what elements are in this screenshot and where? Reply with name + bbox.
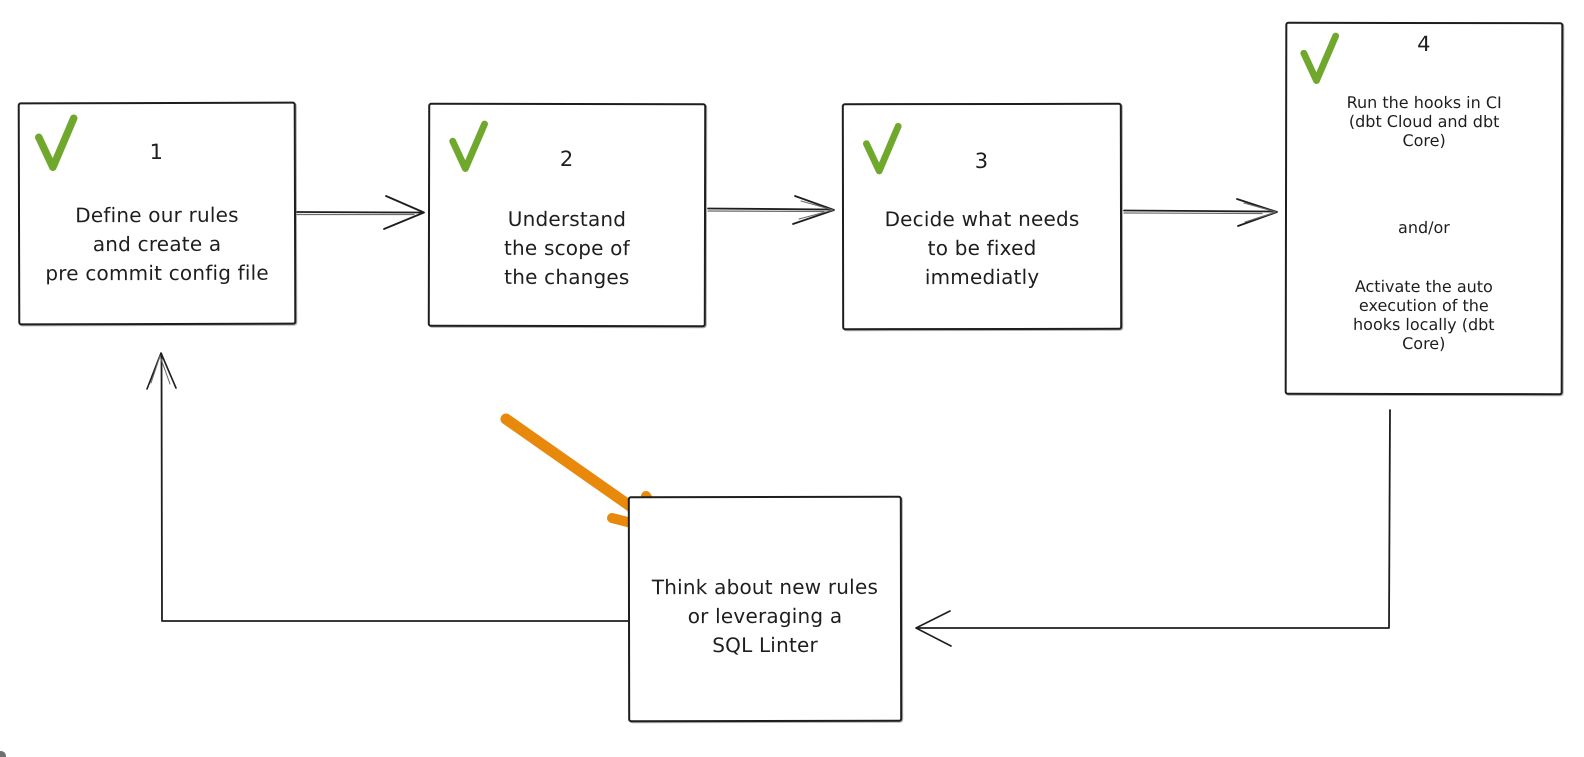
arrow-loop-to-step1 bbox=[146, 352, 629, 622]
step-text-line: the changes bbox=[504, 264, 630, 290]
step-text-line: Define our rules bbox=[75, 202, 239, 228]
step-text-line: Activate the auto bbox=[1354, 276, 1493, 297]
screen-corner-artifact bbox=[0, 751, 6, 757]
loop-text-line: SQL Linter bbox=[712, 632, 818, 658]
step-number: 1 bbox=[149, 139, 165, 165]
loop-text: Think about new rules or leveraging a SQ… bbox=[630, 573, 900, 660]
step-text-line: immediatly bbox=[924, 264, 1040, 290]
arrow-step2-to-step3 bbox=[707, 195, 835, 225]
node-step1: 1 Define our rules and create a pre comm… bbox=[17, 101, 297, 326]
step-number: 2 bbox=[559, 146, 575, 172]
step-text-line: (dbt Cloud and dbt bbox=[1348, 111, 1500, 132]
step-text-line: Core) bbox=[1402, 333, 1446, 354]
step-text-line: Decide what needs bbox=[884, 206, 1080, 232]
arrow-step4-to-loop bbox=[915, 409, 1391, 647]
step-text-line: execution of the bbox=[1358, 295, 1489, 316]
node-step2: 2 Understand the scope of the changes bbox=[427, 102, 707, 328]
step-text-line: hooks locally (dbt bbox=[1353, 314, 1495, 335]
step-text: Decide what needs to be fixed immediatly bbox=[844, 205, 1120, 292]
step-text-line: pre commit config file bbox=[45, 260, 269, 286]
arrow-step1-to-step2 bbox=[296, 195, 425, 230]
step-text-line: Run the hooks in CI bbox=[1346, 92, 1502, 113]
step-text-line: and create a bbox=[92, 231, 222, 257]
arrow-step3-to-step4 bbox=[1123, 198, 1278, 227]
loop-text-line: Think about new rules bbox=[651, 574, 879, 600]
step-number: 4 bbox=[1417, 31, 1432, 57]
loop-text-line: or leveraging a bbox=[687, 603, 843, 629]
node-loop: Think about new rules or leveraging a SQ… bbox=[627, 495, 903, 723]
node-step4: 4 Run the hooks in CI (dbt Cloud and dbt… bbox=[1284, 21, 1564, 396]
step-text-line: the scope of bbox=[503, 235, 630, 261]
step-text-line: Core) bbox=[1402, 130, 1446, 151]
step-text-paragraph: Activate the auto execution of the hooks… bbox=[1287, 277, 1561, 353]
step-text: Understand the scope of the changes bbox=[430, 205, 704, 293]
step-number: 3 bbox=[974, 148, 990, 174]
step-text-line: and/or bbox=[1398, 217, 1450, 238]
step-text-paragraph: and/or bbox=[1287, 218, 1561, 237]
step-text: Define our rules and create a pre commit… bbox=[20, 201, 294, 289]
node-step3: 3 Decide what needs to be fixed immediat… bbox=[841, 102, 1123, 331]
step-text-line: to be fixed bbox=[927, 235, 1037, 261]
step-text-line: Understand bbox=[507, 206, 627, 232]
step-text-paragraph: Run the hooks in CI (dbt Cloud and dbt C… bbox=[1287, 93, 1561, 150]
